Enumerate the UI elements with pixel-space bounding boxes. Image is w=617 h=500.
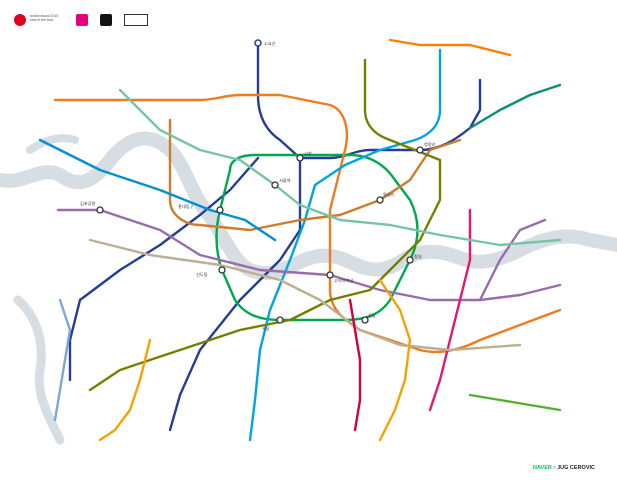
line-incheon1 — [53, 298, 72, 422]
line-8 — [428, 208, 472, 412]
han-river — [0, 131, 617, 445]
svg-text:소요산: 소요산 — [264, 40, 276, 46]
svg-text:고속터미널: 고속터미널 — [334, 277, 353, 284]
line-everline — [468, 393, 562, 412]
svg-text:시청: 시청 — [304, 151, 312, 156]
svg-text:잠실: 잠실 — [414, 253, 422, 259]
west-sea-inlet — [13, 295, 65, 445]
reddot-line1: reddot award 2015 — [30, 14, 59, 18]
line-3 — [53, 93, 562, 354]
svg-text:김포공항: 김포공항 — [80, 200, 96, 206]
framed-award — [124, 14, 148, 38]
map-credit: NAVER×JUG CEROVIC — [533, 465, 595, 471]
line-shinbundang — [348, 298, 362, 432]
station-sindorim[interactable]: 신도림 — [196, 266, 226, 277]
line-gyeongui — [118, 88, 562, 247]
svg-text:서울역: 서울역 — [279, 177, 291, 184]
transit-lines — [38, 38, 562, 442]
station-cheongnyangni[interactable]: 청량리 — [416, 141, 436, 154]
line-gyeongchun — [468, 83, 562, 130]
line-2 — [215, 153, 419, 322]
svg-text:강남: 강남 — [368, 312, 376, 318]
station-hongik[interactable]: 홍대입구 — [178, 203, 224, 214]
line-4 — [248, 48, 442, 442]
iconic-award-logo-icon — [76, 14, 88, 26]
author-name: JUG CEROVIC — [557, 465, 595, 471]
black-award — [100, 14, 112, 38]
svg-text:신도림: 신도림 — [196, 271, 208, 277]
black-square-award-icon — [100, 14, 112, 26]
station-gimpo[interactable]: 김포공항 — [80, 200, 104, 214]
reddot-line2: best of the best — [30, 18, 54, 22]
reddot-logo-icon — [14, 14, 26, 26]
river-north-branch — [26, 134, 79, 154]
station-jamsil[interactable]: 잠실 — [406, 253, 422, 264]
svg-text:청량리: 청량리 — [424, 141, 436, 148]
station-seoul[interactable]: 서울역 — [271, 177, 291, 189]
line-7 — [88, 58, 442, 392]
station-sadang[interactable]: 사당 — [262, 316, 284, 332]
station-soyosan[interactable]: 소요산 — [254, 39, 276, 47]
svg-text:왕십리: 왕십리 — [383, 191, 395, 198]
line-suin — [98, 338, 152, 442]
line-airport — [38, 138, 277, 242]
credit-separator: × — [552, 465, 557, 471]
station-wangsimni[interactable]: 왕십리 — [376, 191, 395, 204]
line-9 — [88, 238, 522, 352]
award-logos: reddot award 2015 best of the best — [14, 14, 148, 38]
reddot-award: reddot award 2015 best of the best — [14, 14, 64, 38]
svg-text:홍대입구: 홍대입구 — [178, 203, 194, 210]
stations: 소요산 청량리 서울역 시청 홍대입구 김포공항 강남 잠실 사당 신도림 왕십… — [80, 39, 436, 332]
station-express-terminal[interactable]: 고속터미널 — [326, 271, 353, 284]
line-uijeongbu — [388, 38, 512, 57]
line-bundang — [378, 278, 412, 442]
iconic-award — [76, 14, 88, 38]
station-gangnam[interactable]: 강남 — [361, 312, 376, 324]
framed-award-icon — [124, 14, 148, 26]
svg-text:사당: 사당 — [262, 325, 270, 332]
station-cityhall[interactable]: 시청 — [296, 151, 312, 162]
naver-brand[interactable]: NAVER — [533, 465, 552, 471]
